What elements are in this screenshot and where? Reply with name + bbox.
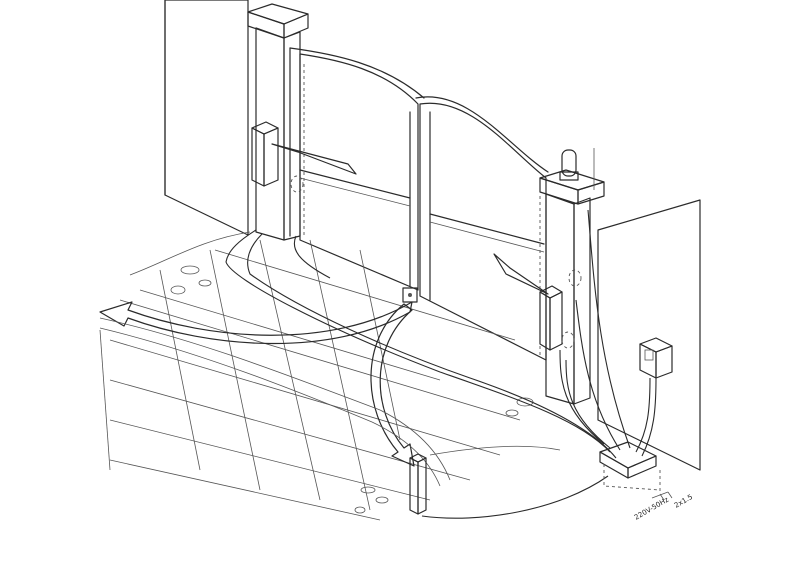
left-operator-motor	[251, 121, 357, 187]
left-pillar	[247, 3, 309, 241]
right-operator-motor	[493, 253, 563, 351]
photocell-left	[290, 175, 304, 193]
opening-arrow-down	[370, 303, 415, 467]
paving-grid	[99, 239, 521, 521]
control-panel	[639, 337, 673, 379]
left-gate-leaf	[289, 47, 425, 291]
power-supply-label: 220V-50Hz	[633, 496, 670, 522]
opening-arrow-left	[99, 301, 413, 345]
photocell-right	[561, 269, 582, 349]
right-wall	[597, 199, 701, 471]
left-wall	[164, 0, 249, 236]
ground-edge	[129, 231, 561, 514]
junction-box	[599, 441, 661, 492]
cable-spec-label: 2x1.5	[673, 493, 694, 510]
right-gate-leaf	[415, 96, 549, 361]
ground-stop-post	[409, 453, 427, 515]
flashing-lamp	[559, 148, 595, 190]
center-gate-stop	[402, 287, 418, 303]
cable-runs	[99, 209, 657, 519]
cable-labels: 220V-50Hz 2x1.5	[633, 491, 694, 522]
